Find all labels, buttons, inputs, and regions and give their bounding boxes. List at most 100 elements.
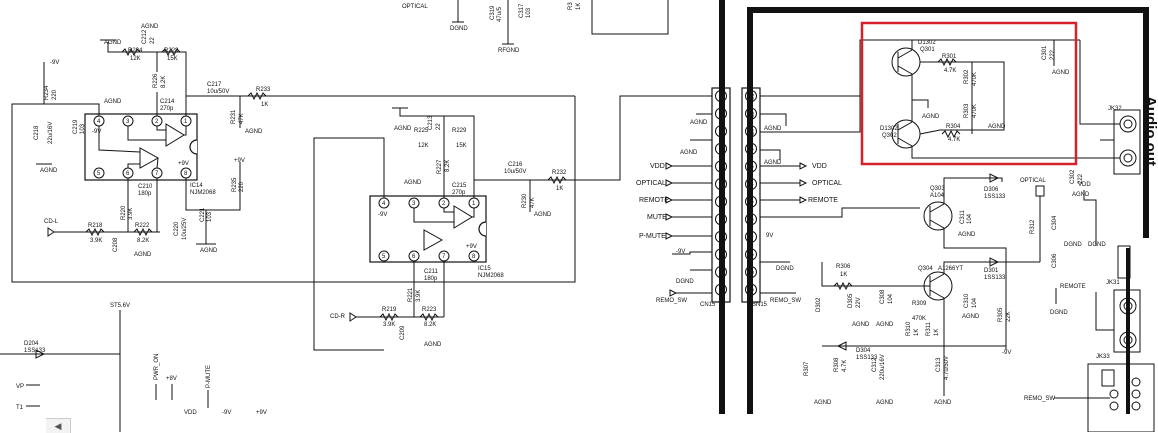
ic14-agnd-r231: AGND (245, 129, 263, 135)
far-right-dgnd-3: DGND (1050, 310, 1068, 316)
c211-value: 180p (424, 276, 438, 282)
top-fragments: OPTICAL DGND RFGND C319 47u/5 C317 103 R… (402, 0, 669, 54)
r230-value: 47K (530, 197, 536, 208)
audio-out-callout: Audio out (1142, 96, 1158, 166)
c313-label: C313 (936, 357, 942, 372)
far-right-remote-label: REMOTE (1060, 284, 1086, 290)
c215-value: 270p (452, 190, 466, 196)
c311-label: C311 (960, 209, 966, 224)
bn15-agnd-2: AGND (764, 160, 782, 166)
c313-agnd-label: AGND (934, 400, 952, 406)
q302-label: Q302 (882, 133, 897, 139)
r223-label: R223 (422, 307, 437, 313)
jk32-label: JK32 (1108, 106, 1122, 112)
scroll-left-button[interactable]: ◀ (46, 418, 71, 433)
svg-text:4: 4 (382, 201, 386, 207)
q301-symbol (891, 47, 921, 77)
c221-label: C221 (200, 207, 206, 222)
q304-label: Q304 (918, 266, 933, 272)
c220-value: 10u/25V (182, 218, 188, 240)
ic14-agnd-c218: AGND (40, 168, 58, 174)
c312-label: C312 (872, 357, 878, 372)
d1302-top-label: D1302 (918, 40, 936, 46)
r218-label: R218 (88, 223, 103, 229)
svg-text:8: 8 (184, 171, 188, 177)
bn15-agnd-1: AGND (764, 126, 782, 132)
d301-label: D301 (984, 268, 999, 274)
svg-text:2: 2 (155, 119, 159, 125)
r232-value: 1K (556, 186, 563, 192)
r226-value: 8.2K (161, 76, 167, 88)
c313-value: 4.7u/50V (944, 356, 950, 380)
vm9-bottom-label: -9V (222, 410, 231, 416)
ic15-vm9-pin: -9V (378, 212, 387, 218)
c211-label: C211 (424, 269, 439, 275)
ic14-body (84, 113, 198, 181)
mute-transistor-block: D1302 Q301 D1302 Q302 AGND R301 4.7K R30… (880, 40, 1080, 159)
bn15-remote-label: REMOTE (808, 197, 838, 204)
t1-label: T1 (16, 405, 24, 411)
svg-text:6: 6 (126, 171, 130, 177)
r229-label: R229 (452, 128, 467, 134)
c212-label: C212 (142, 29, 148, 44)
c208-label: C208 (113, 237, 119, 252)
jk33-label: JK33 (1096, 354, 1110, 360)
top-r3-value: 1K (576, 3, 582, 10)
bn15-vdd-label: VDD (812, 163, 827, 170)
c213-label: C213 (428, 115, 434, 130)
svg-text:8: 8 (472, 254, 476, 260)
c301-label: C301 (1042, 45, 1048, 60)
cn15-left-signals: AGND AGND VDD OPTICAL REMOTE MUTE P-MUTE… (636, 113, 712, 304)
top-dgnd-label: DGND (450, 26, 468, 32)
r306-label: R306 (836, 264, 851, 270)
d301-value: 1SS133 (984, 275, 1006, 281)
svg-text:3: 3 (412, 201, 416, 207)
r301-value: 4.7K (944, 68, 956, 74)
top-c319-value: 47u/5 (497, 6, 503, 22)
bottom-left-area: ST5.6V D204 1SS133 PWR_ON +8V P-MUTE VP … (0, 303, 267, 432)
svg-text:5: 5 (97, 171, 101, 177)
d204-label: D204 (24, 341, 39, 347)
far-right-dgnd-1: DGND (1064, 242, 1082, 248)
ic15-part: NJM2068 (478, 273, 504, 279)
c310-value: 104 (972, 297, 978, 308)
r232-label: R232 (552, 170, 567, 176)
cn15-vm9-label: -9V (676, 249, 685, 255)
svg-text:7: 7 (442, 254, 446, 260)
r234-label: R234 (44, 85, 50, 100)
cn15-pmute-label: P-MUTE (639, 233, 666, 240)
r304-value: 4.7K (948, 137, 960, 143)
r311-value: 1K (934, 329, 940, 336)
ic14-agnd-c220: AGND (200, 248, 218, 254)
c306-label: C306 (1052, 253, 1058, 268)
pwr-on-label: PWR_ON (154, 354, 160, 380)
r309-value: 470K (912, 316, 926, 322)
bottom-right-connector: REMO_SW (1024, 363, 1155, 432)
r225-label: R225 (414, 128, 429, 134)
r235-value: 220 (239, 181, 245, 192)
r231-value: 47K (239, 113, 245, 124)
r309-label: R309 (912, 301, 927, 307)
cn15-remote-label: REMOTE (639, 197, 669, 204)
c217-value: 10u/50V (207, 89, 229, 95)
c217-label: C217 (207, 82, 222, 88)
c221-value: 103 (207, 211, 213, 222)
r226-label: R226 (153, 73, 159, 88)
ic14-v9-pin: +9V (178, 161, 189, 167)
ic14-op-amp-stage: 4 3 2 1 5 6 7 8 -9V +9V IC14 NJM2068 AGN… (11, 24, 576, 283)
r221-label: R221 (408, 287, 414, 302)
ic14-notch (189, 139, 198, 155)
ic15-agnd-mid: AGND (404, 180, 422, 186)
r301-label: R301 (942, 54, 957, 60)
r305-label: R305 (998, 307, 1004, 322)
r306-value: 1K (840, 272, 847, 278)
c311-value: 104 (967, 213, 973, 224)
cn15-agnd-1: AGND (690, 120, 708, 126)
vdd-bottom-label: VDD (184, 410, 197, 416)
ic15-agnd-top: AGND (394, 126, 412, 132)
far-right-dgnd-2: DGND (1088, 242, 1106, 248)
d304-label: D304 (856, 348, 871, 354)
svg-text:4: 4 (97, 119, 101, 125)
c302-label: C302 (1070, 169, 1076, 184)
